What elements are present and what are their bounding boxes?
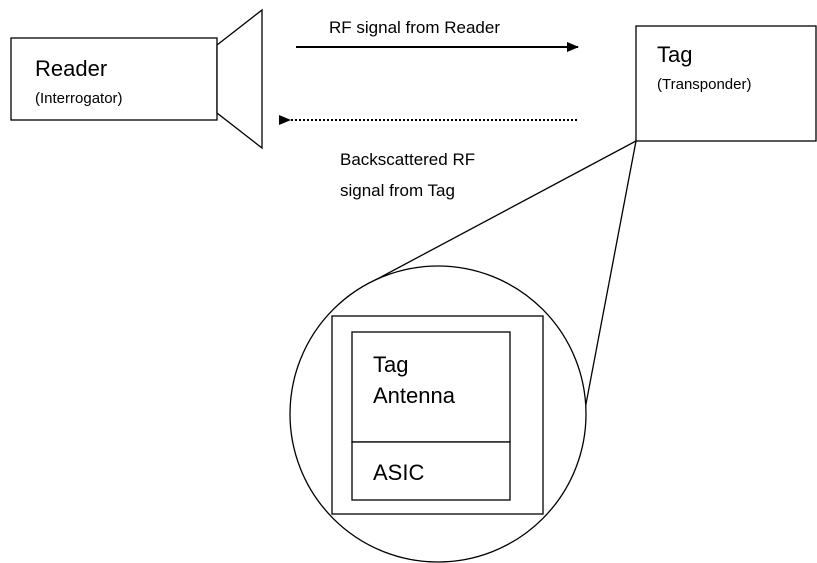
asic-chip-block bbox=[351, 441, 511, 501]
tag-antenna-label-line1: Tag bbox=[373, 352, 408, 377]
zoom-line-left bbox=[365, 140, 637, 286]
tag-antenna-block bbox=[351, 331, 511, 443]
reader-antenna-icon bbox=[216, 8, 263, 150]
tag-subtitle: (Transponder) bbox=[657, 76, 751, 93]
backscatter-signal-label-line1: Backscattered RF bbox=[340, 150, 475, 169]
reader-title: Reader bbox=[35, 56, 107, 81]
tag-antenna-label-line2: Antenna bbox=[373, 383, 456, 408]
reader-box: Reader (Interrogator) bbox=[10, 37, 218, 121]
tag-detail-magnifier: Tag Antenna ASIC bbox=[289, 265, 587, 563]
tag-box: Tag (Transponder) bbox=[635, 25, 817, 142]
tag-title: Tag bbox=[657, 42, 692, 67]
reader-subtitle: (Interrogator) bbox=[35, 90, 123, 107]
asic-label: ASIC bbox=[373, 460, 424, 485]
forward-signal-label: RF signal from Reader bbox=[329, 18, 500, 37]
backscatter-signal-label-line2: signal from Tag bbox=[340, 181, 455, 200]
zoom-line-right bbox=[581, 140, 637, 426]
